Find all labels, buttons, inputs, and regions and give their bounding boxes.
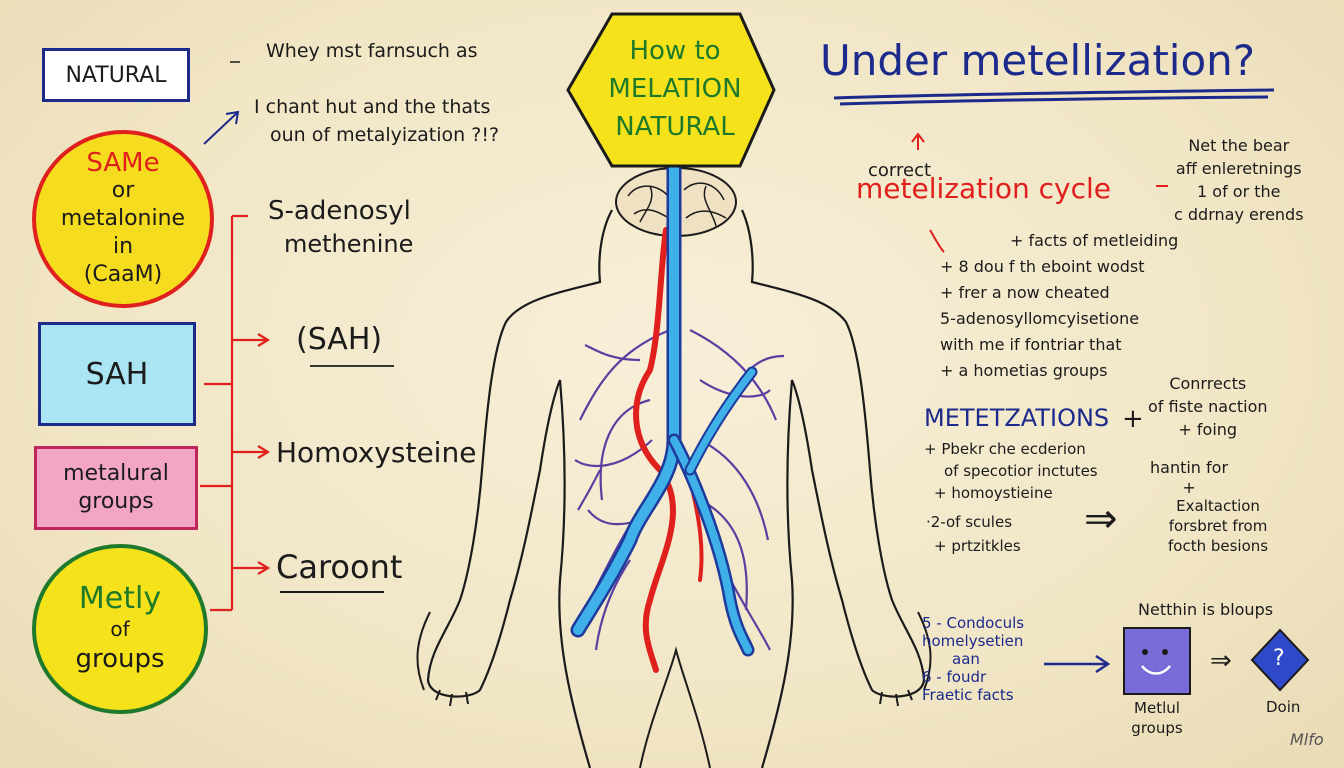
right-note-3: + foing xyxy=(1178,420,1238,439)
natural-box: NATURAL xyxy=(42,48,190,102)
hexagon-shape xyxy=(566,12,776,168)
metetzations-right-note: Conrrects of fiste naction + foing xyxy=(1148,372,1268,441)
same-name: metalonine xyxy=(60,206,186,231)
metlul-groups-label: Metlul groups xyxy=(1124,698,1190,738)
result-1: Exaltaction xyxy=(1176,497,1260,515)
sah-box: SAH xyxy=(38,322,196,426)
diamond-symbol: ? xyxy=(1273,646,1285,671)
metly-of: of xyxy=(110,617,130,641)
hexagon-line-3: NATURAL xyxy=(615,112,735,142)
page-title: Under metellization? xyxy=(820,36,1256,85)
left-hand xyxy=(416,611,469,707)
metetzations-arrow: ⇒ xyxy=(1084,496,1118,542)
metetzations-result: Exaltaction forsbret from focth besions xyxy=(1168,496,1268,556)
blue-note-1: 5 - Condoculs xyxy=(922,614,1025,632)
result-3: focth besions xyxy=(1168,537,1269,555)
hexagon-line-2: MELATION xyxy=(608,74,742,104)
side-note-3: 1 of or the xyxy=(1197,182,1281,201)
met-bullet2-2: + prtzitkles xyxy=(934,537,1021,555)
metly-title: Metly xyxy=(78,581,162,616)
met-bullet-2: of specotior inctutes xyxy=(944,462,1098,480)
title-underline xyxy=(833,88,1275,106)
cycle-bullet-2: + 8 dou f th eboint wodst xyxy=(940,257,1145,276)
cycle-bullet-5: with me if fontriar that xyxy=(940,335,1122,354)
same-title: SAMe xyxy=(86,148,160,178)
metalural-label-1: metalural xyxy=(63,461,169,486)
met-bullet-3: + homoystieine xyxy=(934,484,1053,502)
same-abbr: (CaaM) xyxy=(83,262,163,287)
metetzations-bullets: + Pbekr che ecderion of specotior inctut… xyxy=(924,438,1098,504)
result-top-2: + xyxy=(1182,478,1196,497)
cycle-side-note: Net the bear aff enleretnings 1 of or th… xyxy=(1174,134,1304,226)
cycle-bullet-4: 5-adenosyllomcyisetione xyxy=(940,309,1140,328)
metetzations-plus: + xyxy=(1122,404,1144,434)
top-note-line-1: Whey mst farnsuch as xyxy=(266,40,478,62)
left-branch-lines xyxy=(200,214,271,612)
result-top-1: hantin for xyxy=(1150,458,1229,477)
metlul-label-1: Metlul xyxy=(1134,699,1180,717)
metetzations-result-top: hantin for + xyxy=(1150,458,1228,498)
doin-label: Doin xyxy=(1266,698,1301,716)
metetzations-title: METETZATIONS xyxy=(924,404,1110,432)
same-circle: SAMe or metalonine in (CaaM) xyxy=(32,130,214,308)
signature: Mlfo xyxy=(1290,730,1324,749)
body-inner-legs xyxy=(639,646,711,768)
natural-box-label: NATURAL xyxy=(65,62,167,88)
body-outline-right xyxy=(740,209,926,768)
blue-note-5: Fraetic facts xyxy=(922,686,1014,704)
same-in: in xyxy=(112,234,134,259)
metalural-label-2: groups xyxy=(78,489,154,514)
top-note-line-3: oun of metalyization ?!? xyxy=(270,124,500,146)
blue-note-4: 6 - foudr xyxy=(922,668,987,686)
blue-note-3: aan xyxy=(952,650,980,668)
met-bullet-1: + Pbekr che ecderion xyxy=(924,440,1086,458)
metetzations-bullets-2: ·2-of scules + prtzitkles xyxy=(926,510,1021,558)
cycle-bullet-1: + facts of metleiding xyxy=(1010,231,1179,250)
result-2: forsbret from xyxy=(1168,517,1268,535)
caroont-label: Caroont xyxy=(276,548,403,586)
sah-box-label: SAH xyxy=(85,356,149,392)
right-note-2: of fiste naction xyxy=(1148,397,1268,416)
netthin-label: Netthin is bloups xyxy=(1138,600,1274,619)
methenine-label: methenine xyxy=(284,230,414,258)
cycle-bullets: + facts of metleiding + 8 dou f th eboin… xyxy=(940,228,1178,384)
metlul-label-2: groups xyxy=(1131,719,1183,737)
side-note-1: Net the bear xyxy=(1188,136,1290,155)
blue-arrow-top xyxy=(203,110,240,145)
bottom-blue-note: 5 - Condoculs homelysetien aan 6 - foudr… xyxy=(922,614,1024,704)
cycle-title: metelization cycle xyxy=(856,172,1112,205)
bottom-double-arrow: ⇒ xyxy=(1210,646,1232,676)
metalural-box: metalural groups xyxy=(34,446,198,530)
side-note-4: c ddrnay erends xyxy=(1174,205,1304,224)
sah-branch-label: (SAH) xyxy=(296,322,383,357)
metly-groups: groups xyxy=(75,644,165,674)
same-or: or xyxy=(111,178,135,203)
right-hand xyxy=(879,611,932,707)
side-note-2: aff enleretnings xyxy=(1175,159,1302,178)
hexagon-line-1: How to xyxy=(629,36,721,66)
bottom-arrow xyxy=(1044,654,1111,674)
metly-circle: Metly of groups xyxy=(32,544,208,714)
met-bullet2-1: ·2-of scules xyxy=(926,513,1013,531)
homoxysteine-label: Homoxysteine xyxy=(276,436,477,469)
cycle-arrow xyxy=(911,132,925,150)
cycle-correct: correct xyxy=(868,160,932,181)
body-outline xyxy=(426,209,613,768)
blue-note-2: homelysetien xyxy=(922,632,1024,650)
cycle-bullet-6: + a hometias groups xyxy=(940,361,1108,380)
hexagon-label: How to MELATION NATURAL xyxy=(580,32,770,146)
right-note-1: Conrrects xyxy=(1169,374,1247,393)
metlul-square xyxy=(1123,627,1191,695)
cycle-bullet-3: + frer a now cheated xyxy=(940,283,1110,302)
s-adenosyl-label: S-adenosyl xyxy=(268,196,411,226)
top-note-line-2: I chant hut and the thats xyxy=(254,96,491,118)
doin-diamond xyxy=(1250,628,1310,692)
